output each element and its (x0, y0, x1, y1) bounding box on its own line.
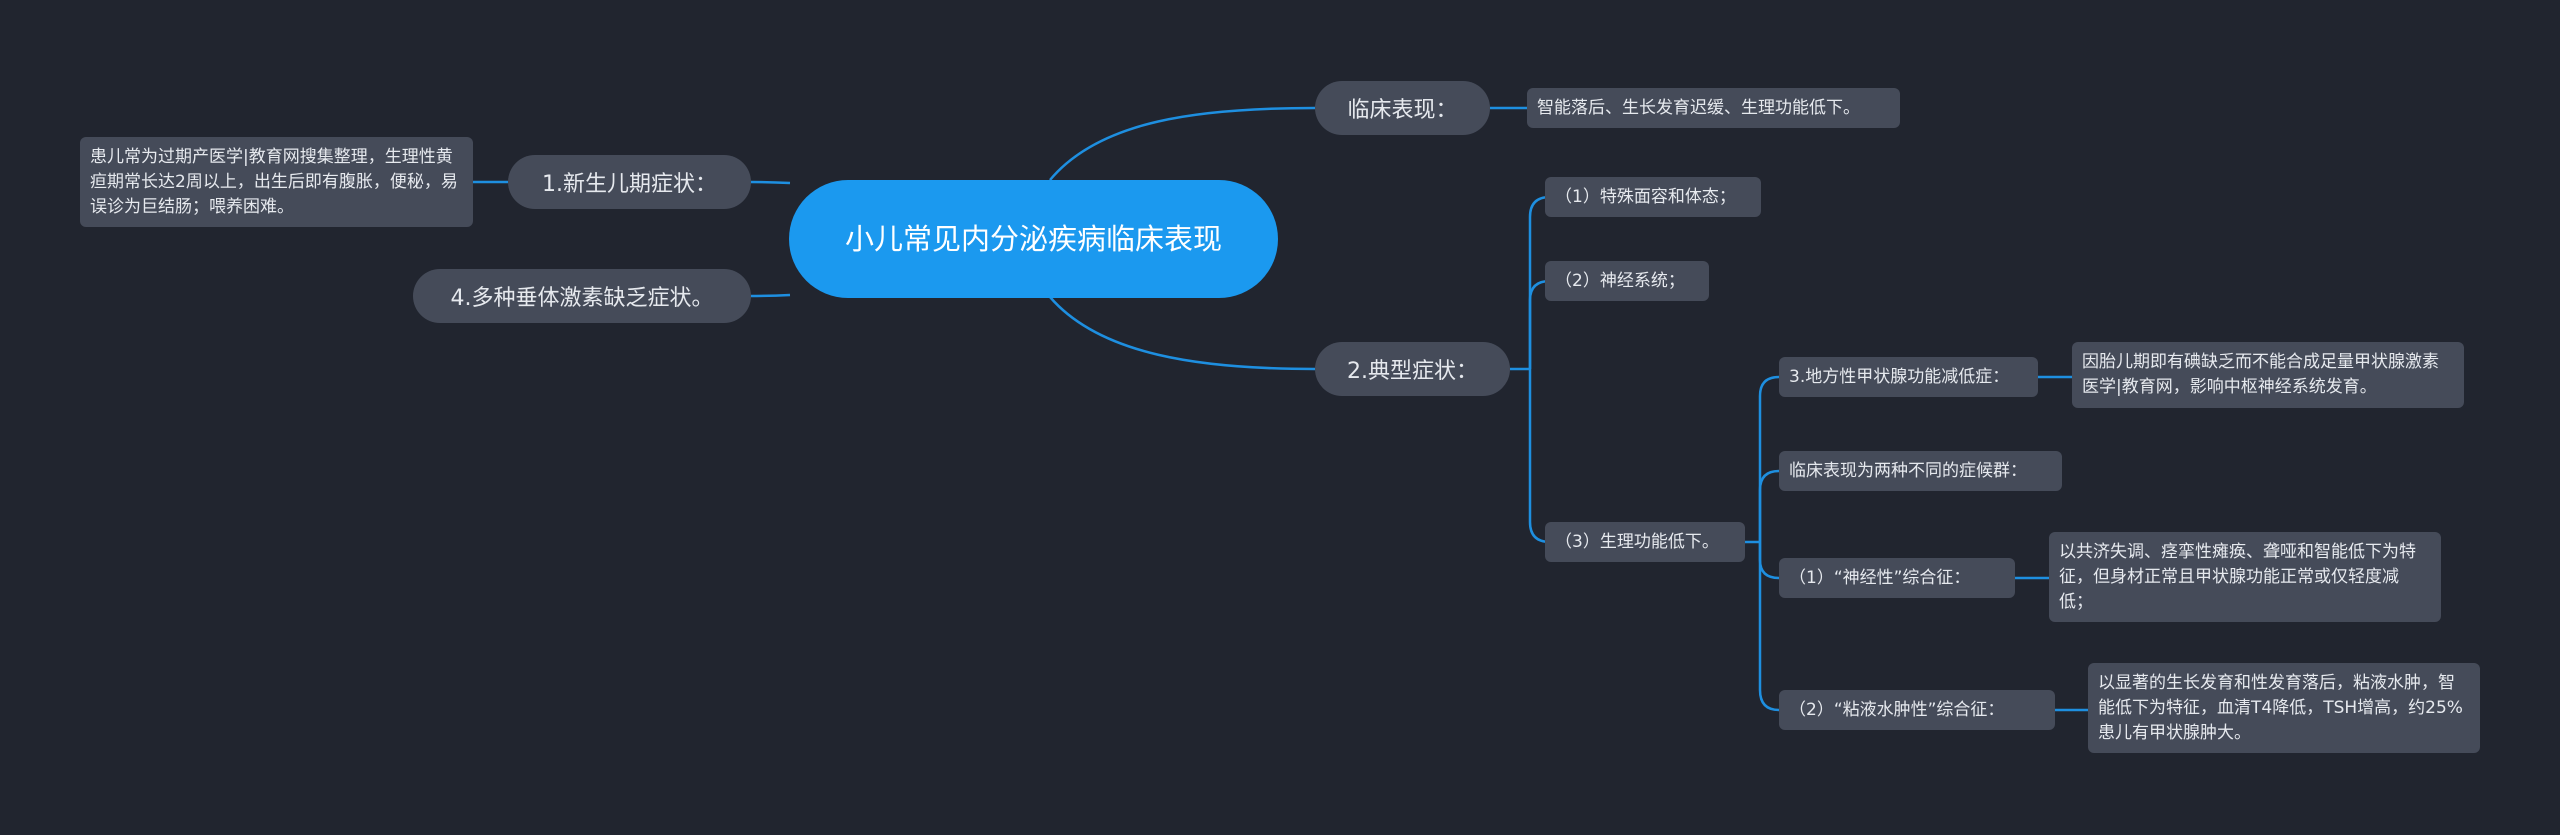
root-topic[interactable]: 小儿常见内分泌疾病临床表现 (789, 180, 1278, 298)
topic-pituitary-label: 4.多种垂体激素缺乏症状。 (450, 286, 714, 311)
topic-clinical[interactable]: 临床表现： (1315, 81, 1490, 135)
typical-physio[interactable]: （3）生理功能低下。 (1545, 522, 1745, 562)
typical-face[interactable]: （1）特殊面容和体态； (1545, 177, 1761, 217)
endemic-detail[interactable]: 因胎儿期即有碘缺乏而不能合成足量甲状腺激素医学|教育网，影响中枢神经系统发育。 (2072, 342, 2464, 408)
connector-physio-myxedema (1758, 542, 1780, 712)
physio-two-types-text: 临床表现为两种不同的症候群： (1789, 460, 2027, 481)
endemic-detail-text: 因胎儿期即有碘缺乏而不能合成足量甲状腺激素医学|教育网，影响中枢神经系统发育。 (2082, 352, 2439, 397)
myxedema-type-detail[interactable]: 以显著的生长发育和性发育落后，粘液水肿，智能低下为特征，血清T4降低，TSH增高… (2088, 663, 2480, 753)
physio-endemic[interactable]: 3.地方性甲状腺功能减低症： (1779, 357, 2038, 397)
connector-root-clinical (1049, 106, 1316, 181)
topic-newborn-label: 1.新生儿期症状： (542, 172, 717, 197)
physio-neuro-type[interactable]: （1）“神经性”综合征： (1779, 558, 2015, 598)
myxedema-type-detail-text: 以显著的生长发育和性发育落后，粘液水肿，智能低下为特征，血清T4降低，TSH增高… (2098, 672, 2463, 743)
physio-neuro-type-text: （1）“神经性”综合征： (1789, 567, 1971, 588)
connector-root-newborn (749, 180, 791, 185)
neuro-type-detail[interactable]: 以共济失调、痉挛性瘫痪、聋哑和智能低下为特征，但身材正常且甲状腺功能正常或仅轻度… (2049, 532, 2441, 622)
topic-clinical-label: 临床表现： (1347, 98, 1458, 123)
connector-root-typical (1049, 296, 1316, 371)
physio-myxedema-type[interactable]: （2）“粘液水肿性”综合征： (1779, 690, 2055, 730)
typical-nervous-text: （2）神经系统； (1555, 270, 1685, 291)
connector-physio-neuro (1758, 542, 1780, 580)
root-topic-label: 小儿常见内分泌疾病临床表现 (844, 221, 1222, 256)
topic-pituitary[interactable]: 4.多种垂体激素缺乏症状。 (413, 269, 751, 323)
topic-typical[interactable]: 2.典型症状： (1315, 342, 1510, 396)
typical-physio-text: （3）生理功能低下。 (1555, 531, 1719, 552)
neuro-type-detail-text: 以共济失调、痉挛性瘫痪、聋哑和智能低下为特征，但身材正常且甲状腺功能正常或仅轻度… (2059, 541, 2416, 612)
physio-endemic-text: 3.地方性甲状腺功能减低症： (1789, 366, 2010, 387)
clinical-detail-text: 智能落后、生长发育迟缓、生理功能低下。 (1537, 97, 1860, 118)
newborn-detail-text: 患儿常为过期产医学|教育网搜集整理，生理性黄疸期常长达2周以上，出生后即有腹胀，… (90, 146, 458, 217)
physio-myxedema-type-text: （2）“粘液水肿性”综合征： (1789, 699, 2005, 720)
connector-physio-endemic (1758, 375, 1780, 542)
connector-physio-twotypes (1758, 469, 1780, 542)
typical-face-text: （1）特殊面容和体态； (1555, 186, 1736, 207)
clinical-detail[interactable]: 智能落后、生长发育迟缓、生理功能低下。 (1527, 88, 1900, 128)
topic-typical-label: 2.典型症状： (1347, 359, 1478, 384)
typical-nervous[interactable]: （2）神经系统； (1545, 261, 1709, 301)
connector-root-pituitary (749, 293, 791, 298)
physio-two-types[interactable]: 临床表现为两种不同的症候群： (1779, 451, 2062, 491)
newborn-detail[interactable]: 患儿常为过期产医学|教育网搜集整理，生理性黄疸期常长达2周以上，出生后即有腹胀，… (80, 137, 473, 227)
topic-newborn[interactable]: 1.新生儿期症状： (508, 155, 751, 209)
connector-typical-physio (1528, 369, 1551, 544)
